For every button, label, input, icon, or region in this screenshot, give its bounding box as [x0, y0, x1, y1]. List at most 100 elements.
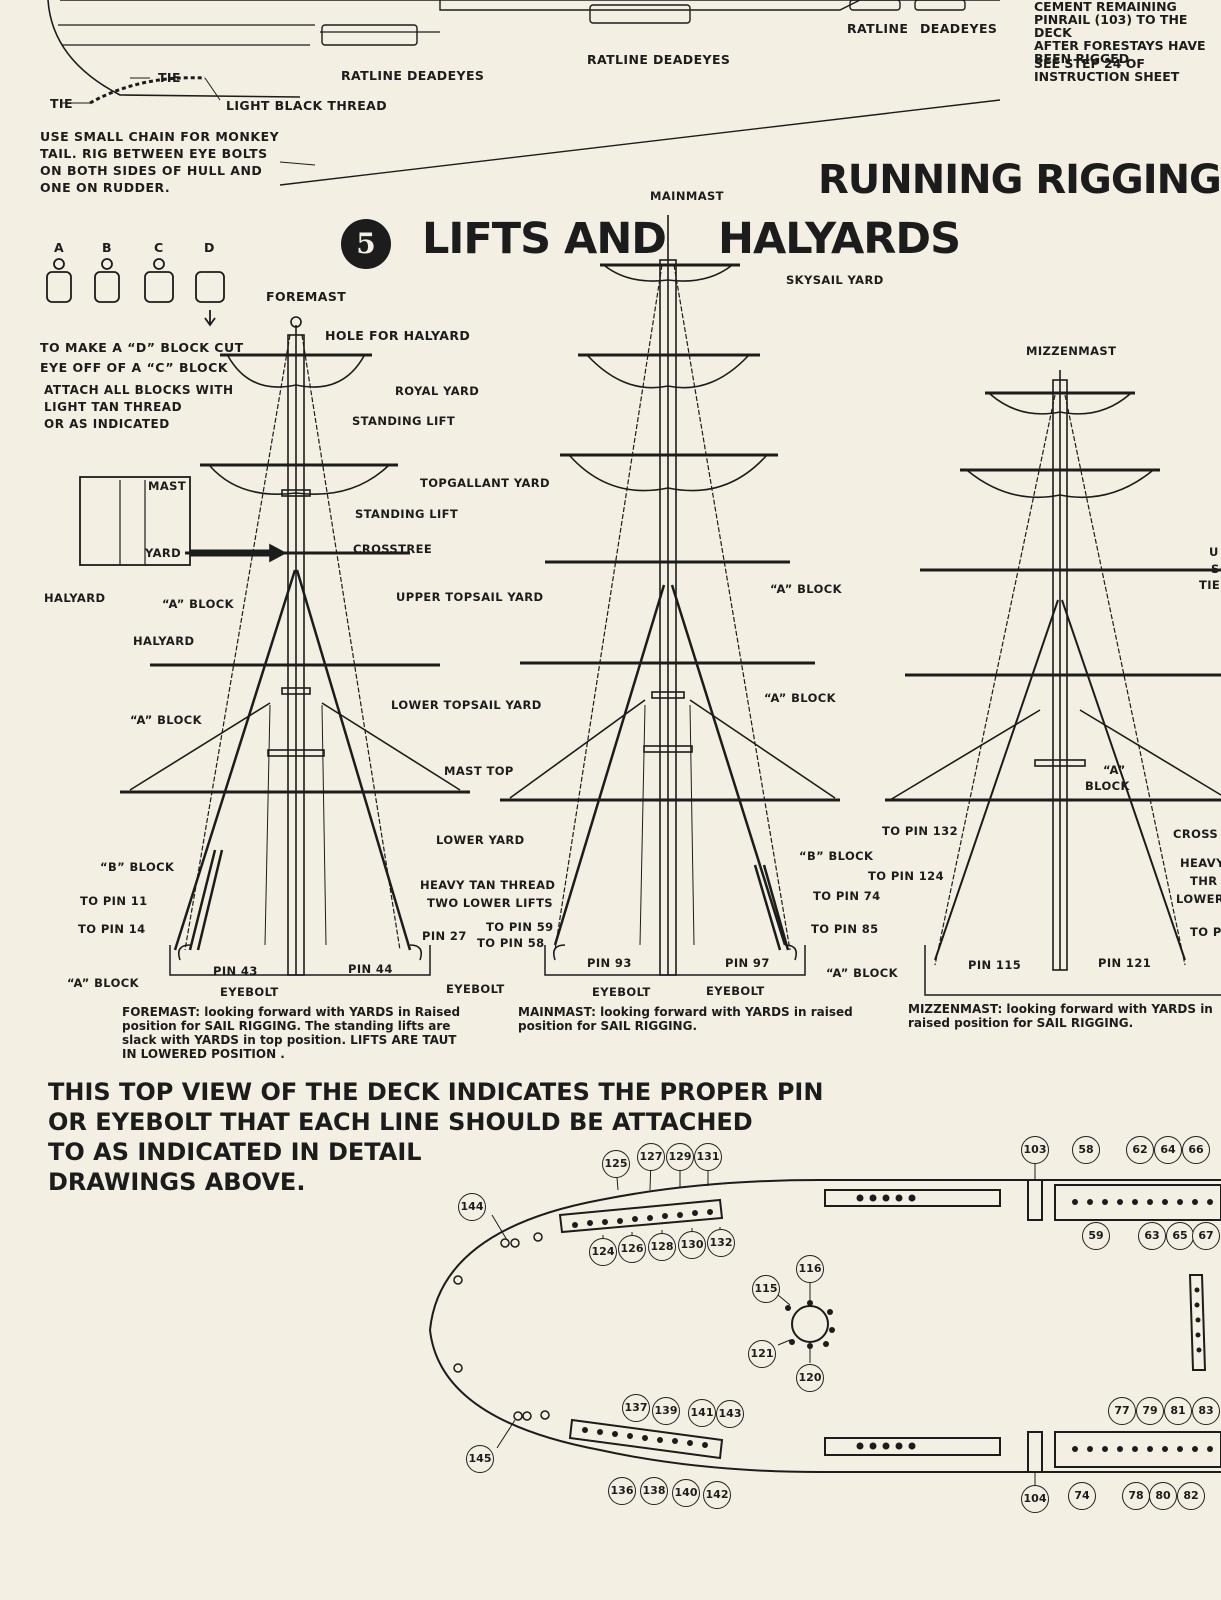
pin-103: 103 — [1021, 1136, 1049, 1164]
pin-63: 63 — [1138, 1222, 1166, 1250]
d-block-note: TO MAKE A “D” BLOCK CUT EYE OFF OF A “C”… — [40, 340, 244, 375]
pin-139: 139 — [652, 1397, 680, 1425]
foremast-drawing — [120, 316, 470, 976]
pin-124: 124 — [589, 1238, 617, 1266]
pin-126: 126 — [618, 1235, 646, 1263]
main-pin-97: PIN 97 — [725, 956, 770, 970]
mainmast-title: MAINMAST — [650, 189, 724, 203]
tie-label-left: TIE — [50, 96, 73, 111]
detail-yard-label: YARD — [145, 546, 182, 560]
mizzen-to-pin-132: TO PIN 132 — [882, 824, 958, 838]
main-a-block-3: “A” BLOCK — [826, 966, 898, 980]
mizzen-to-pin-124: TO PIN 124 — [868, 869, 944, 883]
pin-116: 116 — [796, 1255, 824, 1283]
pin-120: 120 — [796, 1364, 824, 1392]
ratline-deadeyes-label-left: RATLINE DEADEYES — [341, 68, 485, 83]
main-to-pin-85: TO PIN 85 — [811, 922, 879, 936]
deck-plan — [428, 1157, 1221, 1487]
main-pin-93: PIN 93 — [587, 956, 632, 970]
cement-note: CEMENT REMAINING PINRAIL (103) TO THE DE… — [1034, 0, 1206, 66]
pin-74: 74 — [1068, 1482, 1096, 1510]
pin-77: 77 — [1108, 1397, 1136, 1425]
fore-royal-yard: ROYAL YARD — [395, 384, 480, 398]
attach-blocks-note: ATTACH ALL BLOCKS WITH LIGHT TAN THREAD … — [44, 383, 234, 431]
fore-to-pin-14: TO PIN 14 — [78, 922, 146, 936]
pin-125: 125 — [602, 1150, 630, 1178]
step-title-left: LIFTS AND — [422, 214, 667, 264]
pin-131: 131 — [694, 1143, 722, 1171]
see-step-note: SEE STEP 24 OF INSTRUCTION SHEET — [1034, 56, 1180, 84]
pin-79: 79 — [1136, 1397, 1164, 1425]
pin-58: 58 — [1072, 1136, 1100, 1164]
fore-eyebolt-1: EYEBOLT — [220, 985, 279, 999]
pin-138: 138 — [640, 1477, 668, 1505]
pin-143: 143 — [716, 1400, 744, 1428]
heavy-tan-thread-label: HEAVY TAN THREAD — [420, 878, 556, 892]
ratline-deadeyes-label-mid: RATLINE DEADEYES — [587, 52, 731, 67]
foremast-title: FOREMAST — [266, 289, 347, 304]
fore-pin-43: PIN 43 — [213, 964, 258, 978]
pin-62: 62 — [1126, 1136, 1154, 1164]
mizzen-pin-121: PIN 121 — [1098, 956, 1152, 970]
deadeyes-label-right: DEADEYES — [920, 21, 998, 36]
mizzen-block-label: BLOCK — [1085, 779, 1130, 793]
tie-label-top: TIE — [158, 70, 181, 85]
mizzen-u-label: U — [1209, 545, 1219, 559]
pin-129: 129 — [666, 1143, 694, 1171]
pin-104: 104 — [1021, 1485, 1049, 1513]
mainmast-drawing — [500, 215, 840, 976]
deck-heading: THIS TOP VIEW OF THE DECK INDICATES THE … — [48, 1078, 824, 1196]
block-letter-d: D — [204, 240, 215, 255]
main-to-pin-59: TO PIN 59 — [486, 920, 554, 934]
pin-64: 64 — [1154, 1136, 1182, 1164]
block-letter-b: B — [102, 240, 112, 255]
fore-lower-topsail-yard: LOWER TOPSAIL YARD — [391, 698, 542, 712]
mizzen-a-label: “A” — [1103, 763, 1126, 777]
mizzen-pin-115: PIN 115 — [968, 958, 1022, 972]
step-title-right: HALYARDS — [718, 214, 961, 264]
fore-pin-27: PIN 27 — [422, 929, 467, 943]
fore-a-block-1: “A” BLOCK — [162, 597, 234, 611]
fore-a-block-3: “A” BLOCK — [67, 976, 139, 990]
mizzen-thr-label: THR — [1190, 874, 1218, 888]
mizzenmast-drawing — [885, 370, 1221, 996]
fore-a-block-2: “A” BLOCK — [130, 713, 202, 727]
foremast-caption: FOREMAST: looking forward with YARDS in … — [122, 1005, 461, 1061]
fore-b-block: “B” BLOCK — [100, 860, 175, 874]
pin-83: 83 — [1192, 1397, 1220, 1425]
block-letter-c: C — [154, 240, 164, 255]
pin-137: 137 — [622, 1394, 650, 1422]
main-skysail-yard: SKYSAIL YARD — [786, 273, 884, 287]
pin-136: 136 — [608, 1477, 636, 1505]
fore-pin-44: PIN 44 — [348, 962, 393, 976]
pin-144: 144 — [458, 1193, 486, 1221]
main-to-pin-58: TO PIN 58 — [477, 936, 545, 950]
mizzen-cross-label: CROSS — [1173, 827, 1219, 841]
two-lower-lifts-label: TWO LOWER LIFTS — [427, 896, 553, 910]
pin-115: 115 — [752, 1275, 780, 1303]
fore-halyard: HALYARD — [133, 634, 195, 648]
ratline-label-right: RATLINE — [847, 21, 909, 36]
main-to-pin-74: TO PIN 74 — [813, 889, 881, 903]
fore-hole-for-halyard: HOLE FOR HALYARD — [325, 328, 471, 343]
fore-mast-top: MAST TOP — [444, 764, 514, 778]
pin-59: 59 — [1082, 1222, 1110, 1250]
step-number-badge: 5 — [341, 219, 391, 269]
fore-lower-yard: LOWER YARD — [436, 833, 525, 847]
detail-halyard-label: HALYARD — [44, 591, 106, 605]
pin-82: 82 — [1177, 1482, 1205, 1510]
detail-mast-label: MAST — [148, 479, 187, 493]
fore-eyebolt-2: EYEBOLT — [446, 982, 505, 996]
main-a-block-1: “A” BLOCK — [770, 582, 842, 596]
pin-128: 128 — [648, 1233, 676, 1261]
main-eyebolt-2: EYEBOLT — [706, 984, 765, 998]
mizzen-lower-label: LOWER — [1176, 892, 1221, 906]
fore-crosstree: CROSSTREE — [353, 542, 433, 556]
fore-standing-lift-2: STANDING LIFT — [355, 507, 459, 521]
block-letter-a: A — [54, 240, 65, 255]
light-black-thread-label: LIGHT BLACK THREAD — [226, 98, 387, 113]
pin-80: 80 — [1149, 1482, 1177, 1510]
monkey-tail-note: USE SMALL CHAIN FOR MONKEY TAIL. RIG BET… — [40, 129, 280, 195]
